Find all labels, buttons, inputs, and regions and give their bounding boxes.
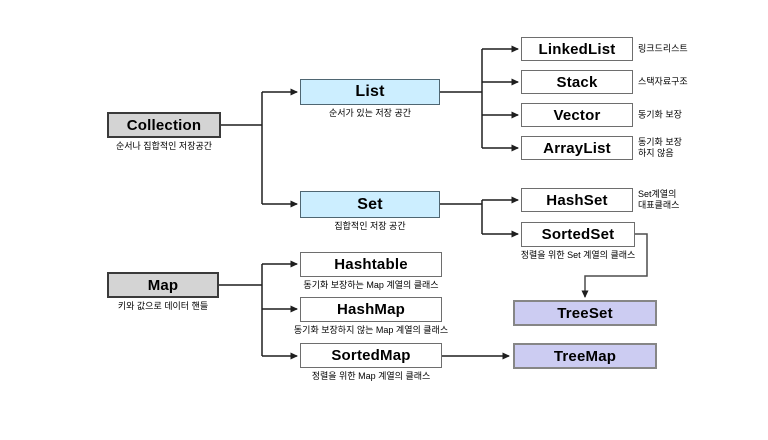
- node-label-treemap: TreeMap: [553, 347, 617, 365]
- node-treeset: TreeSet: [513, 300, 657, 326]
- node-label-hashset: HashSet: [546, 191, 608, 209]
- node-linkedlist: LinkedList: [521, 37, 633, 61]
- node-sortedmap: SortedMap: [300, 343, 442, 368]
- node-label-list: List: [355, 83, 385, 100]
- node-stack: Stack: [521, 70, 633, 94]
- node-note-hashset: Set계열의 대표클래스: [638, 188, 680, 210]
- node-caption-collection: 순서나 집합적인 저장공간: [115, 141, 213, 151]
- node-caption-sortedset: 정렬을 위한 Set 계열의 클래스: [520, 250, 636, 260]
- node-label-set: Set: [357, 195, 383, 213]
- node-hashset: HashSet: [521, 188, 633, 212]
- node-collection: Collection: [107, 112, 221, 138]
- node-label-hashmap: HashMap: [336, 301, 406, 318]
- node-label-stack: Stack: [556, 73, 598, 91]
- node-note-stack: 스택자료구조: [638, 76, 688, 87]
- node-caption-sortedmap: 정렬을 위한 Map 계열의 클래스: [311, 371, 431, 381]
- node-note-arraylist: 동기화 보장 하지 않음: [638, 136, 682, 158]
- node-set: Set: [300, 191, 440, 218]
- node-caption-set: 집합적인 저장 공간: [334, 221, 406, 231]
- node-caption-hashtable: 동기화 보장하는 Map 계열의 클래스: [303, 280, 439, 290]
- node-caption-list: 순서가 있는 저장 공간: [328, 108, 412, 118]
- node-label-arraylist: ArrayList: [543, 139, 611, 157]
- node-arraylist: ArrayList: [521, 136, 633, 160]
- node-label-vector: Vector: [553, 106, 601, 124]
- node-label-treeset: TreeSet: [557, 304, 613, 322]
- node-caption-map: 키와 값으로 데이터 핸들: [117, 301, 209, 311]
- node-note-vector: 동기화 보장: [638, 109, 682, 120]
- node-hashmap: HashMap: [300, 297, 442, 322]
- node-note-linkedlist: 링크드리스트: [638, 43, 688, 54]
- node-label-sortedmap: SortedMap: [331, 347, 411, 364]
- node-label-sortedset: SortedSet: [541, 226, 615, 243]
- node-vector: Vector: [521, 103, 633, 127]
- edge-sortedset-to-treeset: [581, 233, 648, 298]
- node-map: Map: [107, 272, 219, 298]
- node-list: List: [300, 79, 440, 105]
- node-label-hashtable: Hashtable: [334, 256, 408, 273]
- node-sortedset: SortedSet: [521, 222, 635, 247]
- node-label-linkedlist: LinkedList: [538, 40, 616, 58]
- node-treemap: TreeMap: [513, 343, 657, 369]
- node-caption-hashmap: 동기화 보장하지 않는 Map 계열의 클래스: [293, 325, 449, 335]
- node-label-map: Map: [147, 276, 179, 294]
- node-hashtable: Hashtable: [300, 252, 442, 277]
- node-label-collection: Collection: [126, 116, 202, 134]
